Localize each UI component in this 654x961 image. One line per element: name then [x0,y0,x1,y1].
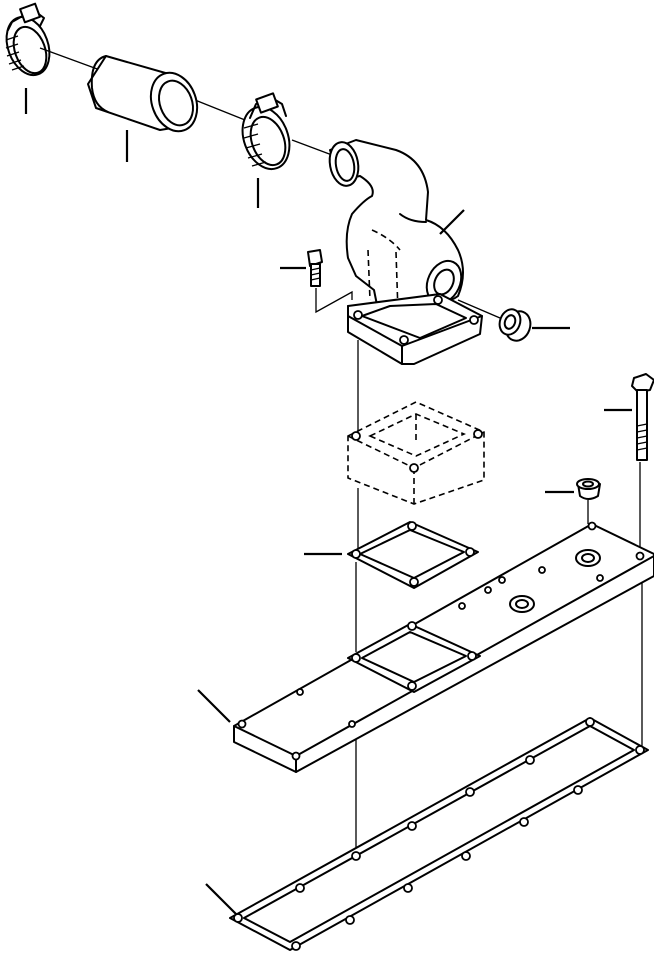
hose-clamp-lower [241,92,291,170]
leader-intake-manifold-cover [197,689,231,723]
hose [87,55,199,133]
long-bolt [631,373,654,461]
spacer-block [347,401,485,505]
callout-leaders [24,88,632,915]
hose-clamp-upper [5,2,51,77]
intake-manifold-cover [233,521,654,773]
leader-elbow-fitting [439,209,465,235]
cover-gasket [229,717,649,951]
flange-bolt [307,249,353,314]
elbow-fitting [328,139,483,365]
pipe-plug [457,299,532,342]
plug-with-washer [576,478,601,500]
leader-cover-gasket [205,883,237,915]
gasket-upper [347,521,479,589]
